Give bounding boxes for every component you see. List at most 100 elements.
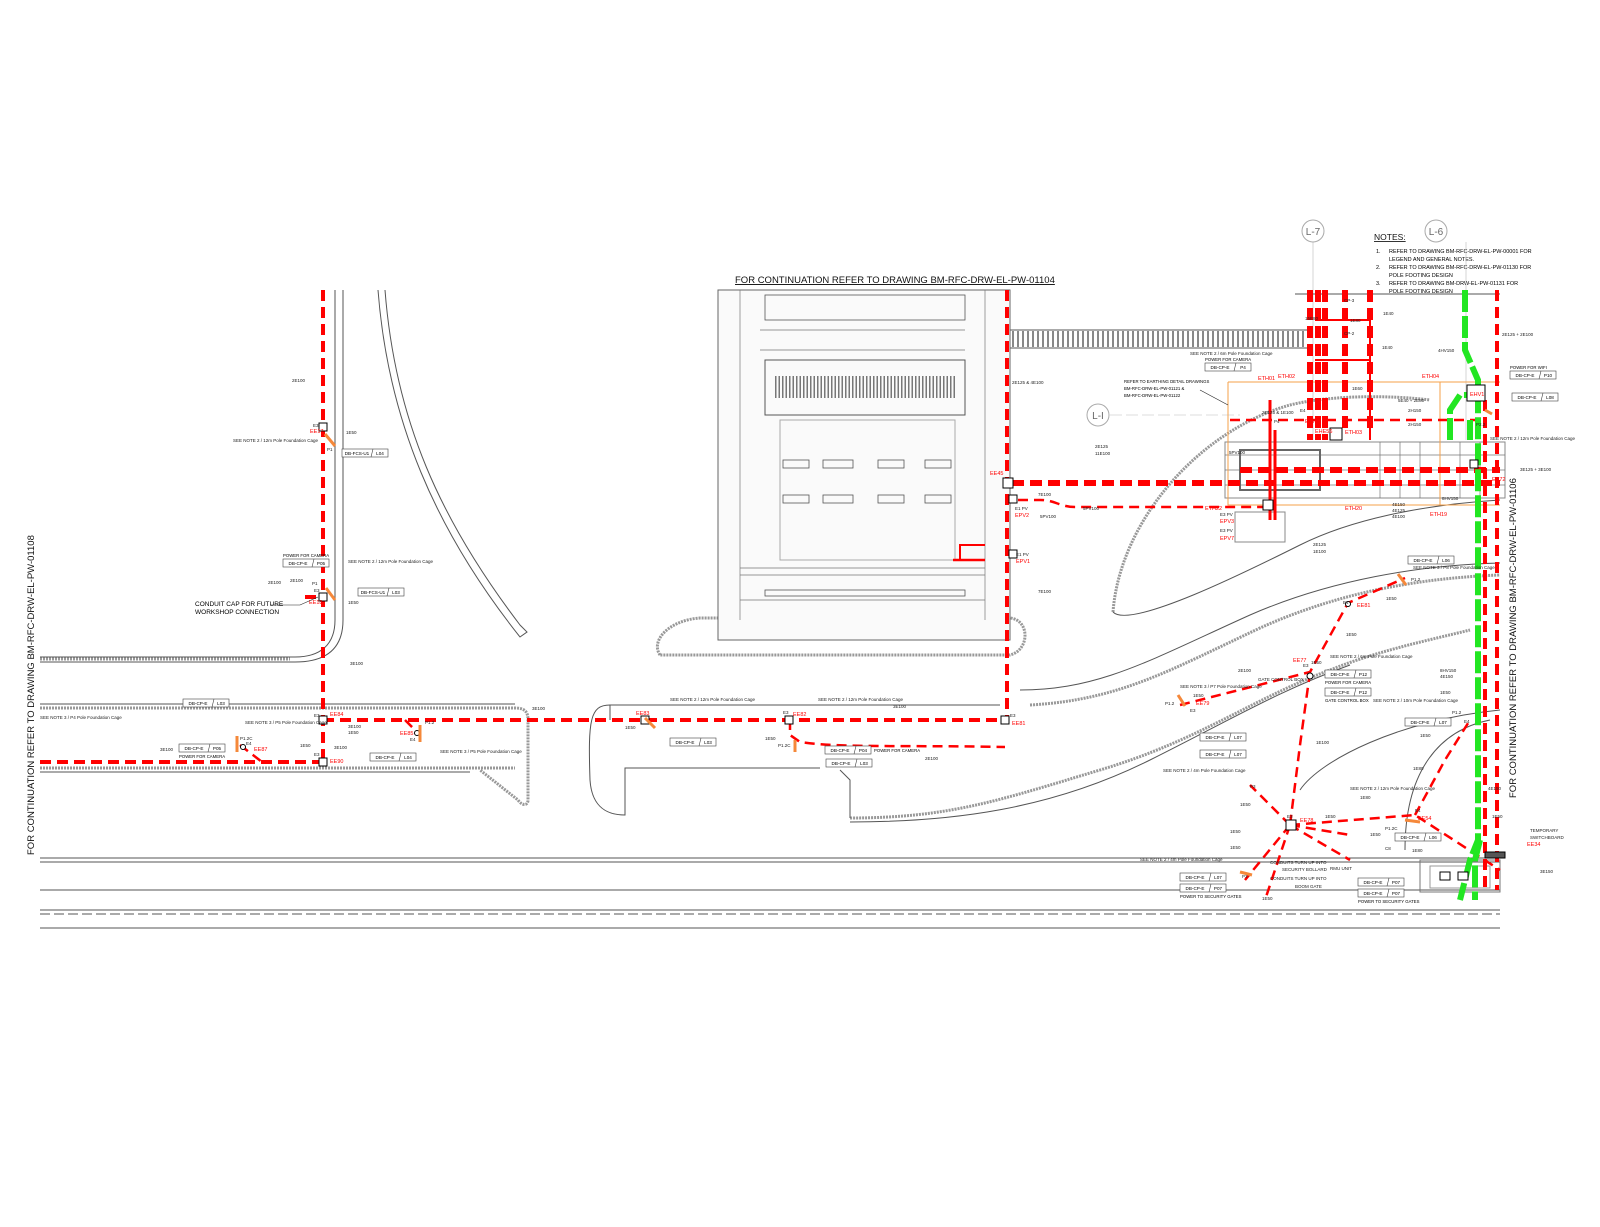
db-tag-caption: POWER FOR WIFI xyxy=(1510,365,1547,370)
conduit-cap-note-line2: WORKSHOP CONNECTION xyxy=(195,609,279,616)
annotation-label: 3E100 xyxy=(532,706,546,711)
annotation-label: 1E50 xyxy=(1370,832,1381,837)
db-tag-panel: DB-CP-E xyxy=(1331,690,1350,695)
db-tag-circuit: L03 xyxy=(392,590,400,595)
annotation-label: SEE NOTE 2 / 12m Pole Foundation Cage xyxy=(233,438,319,443)
equipment-tag-label: EE85 xyxy=(400,731,413,737)
annotation-label: 2E100 xyxy=(268,580,282,585)
equipment-tag-label: EE81 xyxy=(1357,603,1370,609)
equipment-tag-label: EE81 xyxy=(1012,721,1025,727)
continuation-top: FOR CONTINUATION REFER TO DRAWING BM-RFC… xyxy=(735,275,1055,286)
note-3-line2: POLE FOOTING DESIGN xyxy=(1389,289,1453,295)
annotation-label: 5PV100 xyxy=(1040,514,1057,519)
db-tag-circuit: P12 xyxy=(1359,672,1368,677)
earthing-note-line1: REFER TO EARTHING DETAIL DRAWINGS xyxy=(1124,379,1209,384)
equipment-tag-label: EE83 xyxy=(636,711,649,717)
annotation-label: SEE NOTE 3 / P8 Pole Foundation Cage xyxy=(1413,565,1495,570)
notes-block: NOTES: 1. REFER TO DRAWING BM-RFC-DRW-EL… xyxy=(1374,232,1532,295)
annotation-label: 11E100 xyxy=(1095,451,1111,456)
db-tag-panel: DB-CP-E xyxy=(189,701,208,706)
equipment-tag-label: EPV2 xyxy=(1015,513,1029,519)
db-tag-divider xyxy=(207,743,211,753)
equipment-tag-label: EE84 xyxy=(330,712,343,718)
note-1-line2: LEGEND AND GENERAL NOTES. xyxy=(1389,257,1475,263)
earthing-note-line3: BM-RFC-DRW-EL-PW-01122 xyxy=(1124,393,1181,398)
note-2-line2: POLE FOOTING DESIGN xyxy=(1389,273,1453,279)
continuation-left: FOR CONTINUATION REFER TO DRAWING BM-RFC… xyxy=(26,535,37,855)
annotation-label: 4E125 xyxy=(1392,508,1406,513)
db-tag-panel: DB-CP-E xyxy=(1331,672,1350,677)
db-tag-circuit: P10 xyxy=(1544,373,1553,378)
earthing-note-line2: BM-RFC-DRW-EL-PW-01121 & xyxy=(1124,386,1184,391)
db-tag-frame xyxy=(825,758,873,768)
equipment-tag-label: EHE56 xyxy=(1315,429,1332,435)
note-3-num: 3. xyxy=(1376,281,1381,287)
annotation-label: 1E100 xyxy=(1313,549,1327,554)
annotation-label: 1E50 xyxy=(1440,690,1451,695)
db-tag-divider xyxy=(698,737,702,747)
annotation-label: P2.2 xyxy=(1476,422,1486,427)
annotation-label: 2H150 xyxy=(1408,422,1422,427)
db-tag-divider xyxy=(386,587,390,597)
conduit-cap-note-line1: CONDUIT CAP FOR FUTURE xyxy=(195,601,284,608)
grid-marker-l6-label: L-6 xyxy=(1429,227,1444,238)
db-tag-divider xyxy=(1423,832,1427,842)
annotation-label: E3 xyxy=(1287,814,1293,819)
db-tag-circuit: L04 xyxy=(404,755,412,760)
db-tag-circuit: L06 xyxy=(1442,558,1450,563)
annotation-label: 4E150 xyxy=(1488,786,1502,791)
db-tag-panel: DB-FCS-U1 xyxy=(345,451,370,456)
db-tag-caption: POWER FOR CAMERA xyxy=(1205,357,1251,362)
annotation-label: 1E60 xyxy=(1352,386,1363,391)
annotation-label: 1E80 xyxy=(1350,318,1361,323)
db-tag-circuit: P07 xyxy=(1214,886,1223,891)
db-tag-panel: DB-CP-E xyxy=(1414,558,1433,563)
db-tag-circuit: P05 xyxy=(317,561,326,566)
annotation-label: E3 PV xyxy=(1220,528,1233,533)
db-tag-divider xyxy=(1208,872,1212,882)
annotation-label: P1.2C xyxy=(240,736,253,741)
annotation-label: 1E50 xyxy=(1262,896,1273,901)
db-tag-caption: POWER FOR CAMERA xyxy=(179,754,225,759)
db-tag-divider xyxy=(311,558,315,568)
annotation-label: SEE NOTE 2 / 12m Pole Foundation Cage xyxy=(1490,436,1576,441)
db-tag-panel: DB-CP-E xyxy=(832,761,851,766)
annotation-label: E3 xyxy=(314,752,320,757)
annotation-label: E1 PV xyxy=(1016,552,1029,557)
annotation-label: 1E50 xyxy=(1325,814,1336,819)
db-tag-panel: DB-FCS-U1 xyxy=(361,590,386,595)
annotation-label: 3E100 xyxy=(160,747,174,752)
db-tag-panel: DB-CP-E xyxy=(1211,365,1230,370)
db-tag-divider xyxy=(370,448,374,458)
db-tag-circuit: P07 xyxy=(1392,880,1401,885)
annotation-label: 3E100 xyxy=(350,661,364,666)
annotation-label: SEE NOTE 3 / P5 Pole Foundation Cage xyxy=(440,749,522,754)
annotation-label: P1 xyxy=(327,447,333,452)
annotation-label: 3E100 xyxy=(334,745,348,750)
db-tag-frame xyxy=(1324,669,1372,679)
db-tag-frame xyxy=(1404,717,1452,727)
db-tag-caption: POWER FOR CAMERA xyxy=(1325,680,1371,685)
db-tag-frame xyxy=(1179,872,1227,882)
db-tag-circuit: P04 xyxy=(859,748,868,753)
db-tag-panel: DB-CP-E xyxy=(289,561,308,566)
annotation-label: 1E80 xyxy=(1412,848,1423,853)
db-tag-frame xyxy=(369,752,417,762)
annotation-label: 1E50 xyxy=(1386,596,1397,601)
annotation-label: SEE NOTE 2 / 10m Pole Foundation Cage xyxy=(1373,698,1459,703)
db-tag-divider xyxy=(1538,370,1542,380)
note-1-line1: REFER TO DRAWING BM-RFC-DRW-EL-PW-00001 … xyxy=(1389,249,1532,255)
annotation-label: P1.2 xyxy=(1165,701,1175,706)
annotation-label: P1.2 xyxy=(1411,577,1421,582)
annotation-label: 1E50 xyxy=(1311,660,1322,665)
equipment-tag-label: EE17 xyxy=(310,429,323,435)
db-tag-circuit: L03 xyxy=(704,740,712,745)
equipment-tag-label: EE34 xyxy=(1527,842,1540,848)
annotation-label: CP-3 xyxy=(1344,298,1355,303)
equipment-tag-label: EE90 xyxy=(330,759,343,765)
annotation-label: 1E50 xyxy=(1492,814,1503,819)
